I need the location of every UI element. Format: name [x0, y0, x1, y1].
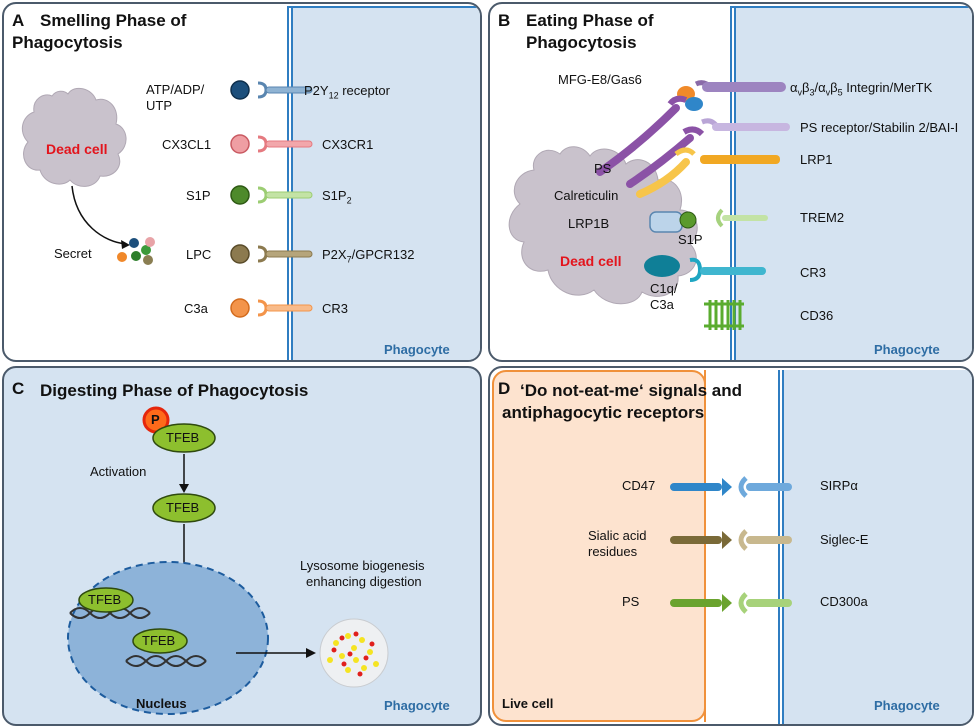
panel-d-graphics [670, 476, 792, 614]
lysosome-shape [319, 618, 389, 688]
panel-title: Digesting Phase of Phagocytosis [40, 381, 309, 400]
ligand-c3a: C3a [184, 301, 208, 316]
phosphate-label: P [151, 412, 160, 427]
phagocyte-membrane [730, 6, 736, 360]
ligand-circle-cx3cl1 [230, 134, 250, 154]
panel-a: A Smelling Phase of Phagocytosis Dead ce… [2, 2, 482, 362]
panel-title-line1: ‘Do not-eat-me‘ signals and [520, 381, 742, 400]
tfeb-nuclear-1: TFEB [88, 592, 122, 607]
phagocyte-label: Phagocyte [874, 698, 940, 713]
sirpa-label: SIRPα [820, 478, 858, 493]
phagocyte-region [287, 6, 480, 360]
trem2-label: TREM2 [800, 210, 845, 225]
phagocyte-region [778, 370, 972, 724]
integrin-label: αvβ3/αvβ5 Integrin/MerTK [790, 80, 933, 98]
dead-cell-label: Dead cell [560, 253, 622, 269]
panel-title-line1: Smelling Phase of [40, 11, 187, 30]
cd300a-label: CD300a [820, 594, 868, 609]
phagocyte-top-border [287, 6, 480, 14]
lrp1-label: LRP1 [800, 152, 833, 167]
phagocyte-label: Phagocyte [384, 698, 450, 713]
lysosome-label-line1: Lysosome biogenesis [300, 558, 425, 573]
lysosome-label-line2: enhancing digestion [306, 574, 422, 589]
panel-letter: A [12, 11, 25, 30]
panel-c-graphics [67, 406, 389, 715]
panel-b: B Eating Phase of Phagocytosis [488, 2, 974, 362]
c1q-label: C1q/ [650, 281, 678, 296]
live-cell-label: Live cell [502, 696, 554, 711]
c3a-label: C3a [650, 297, 674, 312]
sialic-acid-label-line1: Sialic acid [588, 528, 647, 543]
receptor-cr3: CR3 [322, 301, 349, 316]
panel-a-receptors [230, 80, 313, 318]
cd47-label: CD47 [622, 478, 656, 493]
ligand-circle-s1p [230, 185, 250, 205]
phagocyte-label: Phagocyte [874, 342, 940, 357]
panel-letter: D [498, 379, 511, 398]
ligand-s1p: S1P [186, 188, 211, 203]
live-cell-region [492, 370, 706, 722]
lrp1b-label: LRP1B [568, 216, 610, 231]
phagocyte-region [730, 6, 972, 360]
panel-a-graphics [21, 87, 155, 265]
calreticulin-label: Calreticulin [554, 188, 619, 203]
panel-letter: C [12, 379, 25, 398]
mfg-e8-gas6-label: MFG-E8/Gas6 [558, 72, 642, 87]
ligand-lpc: LPC [186, 247, 212, 262]
ligand-cx3cl1: CX3CL1 [162, 137, 212, 152]
tfeb-nuclear-2: TFEB [142, 633, 176, 648]
panel-title-line2: antiphagocytic receptors [502, 403, 705, 422]
receptor-s1p2: S1P2 [322, 188, 352, 206]
panel-title-line1: Eating Phase of [526, 11, 654, 30]
receptor-p2y12: P2Y12 receptor [304, 83, 390, 101]
phagocyte-membrane [287, 6, 293, 360]
cd36-label: CD36 [800, 308, 834, 323]
ligand-circle-atp [230, 80, 250, 100]
live-cell-membrane [700, 370, 706, 722]
panel-d: D ‘Do not-eat-me‘ signals and antiphagoc… [488, 366, 974, 726]
dead-cell-label: Dead cell [46, 141, 108, 157]
panel-title-line2: Phagocytosis [526, 33, 637, 52]
cr3-label: CR3 [800, 265, 827, 280]
dead-cell-shape [21, 87, 127, 187]
ps-label: PS [622, 594, 640, 609]
ligand-circle-lpc [230, 244, 250, 264]
panel-letter: B [498, 11, 511, 30]
receptor-p2x7: P2X7/GPCR132 [322, 247, 415, 265]
siglec-e-label: Siglec-E [820, 532, 869, 547]
ligand-circle-c3a [230, 298, 250, 318]
tfeb-active: TFEB [166, 500, 200, 515]
panel-b-graphics [508, 80, 790, 330]
sialic-acid-label-line2: residues [588, 544, 638, 559]
phagocyte-membrane [778, 370, 784, 724]
ligand-utp: UTP [146, 98, 172, 113]
tfeb-phosphorylated: TFEB [166, 430, 200, 445]
receptor-cx3cr1: CX3CR1 [322, 137, 374, 152]
phagocyte-top-border [730, 6, 972, 14]
panel-title-line2: Phagocytosis [12, 33, 123, 52]
ligand-atp: ATP/ADP/ [146, 82, 205, 97]
s1p-label: S1P [678, 232, 703, 247]
ps-label: PS [594, 161, 612, 176]
ps-receptor-label: PS receptor/Stabilin 2/BAI-I [800, 120, 959, 135]
phagocyte-label: Phagocyte [384, 342, 450, 357]
panel-c: C Digesting Phase of Phagocytosis [2, 366, 482, 726]
nucleus-label: Nucleus [136, 696, 187, 711]
activation-label: Activation [90, 464, 147, 479]
secret-label: Secret [54, 246, 92, 261]
